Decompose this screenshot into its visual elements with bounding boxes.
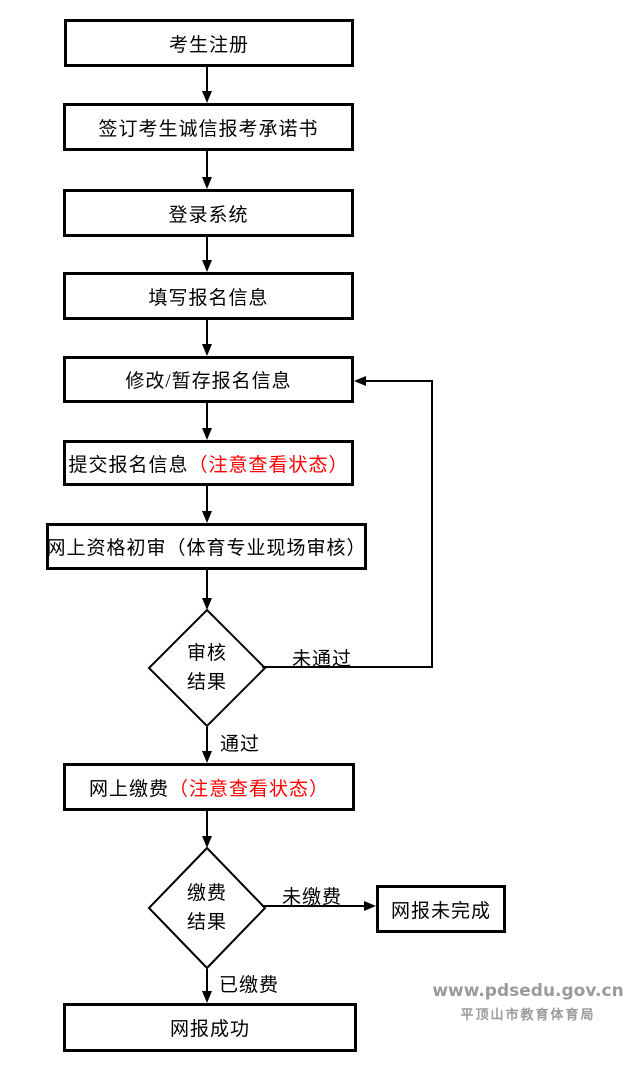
diamond-shape-icon [147, 846, 267, 970]
flow-step-commitment: 签订考生诚信报考承诺书 [63, 103, 354, 151]
flow-decision-payment-result: 缴费 结果 [147, 846, 267, 970]
flow-step-fill-info-label: 填写报名信息 [148, 287, 269, 309]
connector-line [206, 237, 208, 262]
connector-line [206, 151, 208, 179]
flow-step-online-review-label: 网上资格初审（体育专业现场审核） [46, 538, 367, 559]
flow-step-submit-note: （注意查看状态） [188, 454, 349, 476]
flow-step-success: 网报成功 [63, 1003, 357, 1052]
arrow-down-icon [202, 344, 212, 356]
flow-step-modify-save-label: 修改/暂存报名信息 [125, 371, 292, 392]
payment-text-line1: 缴费 [186, 882, 227, 904]
arrow-down-icon [202, 428, 212, 440]
flow-step-pay-online-label: 网上缴费 [88, 778, 169, 800]
flow-step-modify-save: 修改/暂存报名信息 [63, 356, 354, 403]
arrow-right-icon [364, 901, 376, 911]
flow-step-register: 考生注册 [64, 19, 354, 67]
feedback-line-right [431, 380, 433, 668]
arrow-down-icon [202, 991, 212, 1003]
arrow-down-icon [202, 511, 212, 523]
arrow-down-icon [202, 91, 212, 103]
watermark-site-url: www.pdsedu.gov.cn [432, 981, 624, 1001]
feedback-line-top [365, 380, 433, 382]
flow-step-submit: 提交报名信息（注意查看状态） [63, 440, 354, 486]
feedback-line-bottom [262, 666, 433, 668]
edge-label-pay-no: 未缴费 [282, 887, 343, 908]
payment-text-line2: 结果 [186, 912, 227, 933]
arrow-left-icon [354, 376, 366, 386]
connector-line [206, 570, 208, 599]
flow-step-login-label: 登录系统 [168, 204, 249, 226]
edge-label-pay-yes: 已缴费 [219, 975, 280, 996]
flow-decision-audit-text: 审核 结果 [147, 608, 267, 728]
connector-line [262, 905, 365, 907]
flow-step-online-review: 网上资格初审（体育专业现场审核） [46, 523, 367, 570]
flow-step-submit-label: 提交报名信息 [68, 454, 189, 476]
connector-line [206, 403, 208, 430]
flow-step-register-label: 考生注册 [168, 34, 249, 56]
connector-line [206, 811, 208, 838]
watermark-org-name: 平顶山市教育体育局 [460, 1008, 596, 1023]
flow-step-commitment-label: 签订考生诚信报考承诺书 [98, 118, 319, 140]
audit-text-line2: 结果 [186, 672, 227, 693]
edge-label-audit-fail: 未通过 [292, 649, 353, 670]
flow-decision-payment-text: 缴费 结果 [147, 846, 267, 970]
flow-step-pay-online: 网上缴费（注意查看状态） [63, 763, 355, 811]
edge-label-audit-pass: 通过 [220, 734, 261, 755]
connector-line [206, 727, 208, 753]
flow-step-pay-online-note: （注意查看状态） [169, 778, 330, 800]
flow-decision-audit-result: 审核 结果 [147, 608, 267, 728]
connector-line [206, 66, 208, 93]
flow-step-success-label: 网报成功 [169, 1019, 250, 1040]
flow-step-fill-info: 填写报名信息 [63, 272, 354, 320]
flow-step-not-finished: 网报未完成 [376, 885, 506, 933]
connector-line [206, 320, 208, 345]
arrow-down-icon [202, 177, 212, 189]
arrow-down-icon [202, 836, 212, 848]
watermark: www.pdsedu.gov.cn 平顶山市教育体育局 [432, 981, 623, 1023]
arrow-down-icon [202, 598, 212, 610]
flow-step-not-finished-label: 网报未完成 [390, 900, 491, 922]
diamond-shape-icon [147, 608, 267, 728]
flow-step-login: 登录系统 [63, 189, 354, 237]
arrow-down-icon [202, 751, 212, 763]
arrow-down-icon [202, 260, 212, 272]
connector-line [206, 969, 208, 993]
audit-text-line1: 审核 [186, 642, 227, 664]
connector-line [206, 486, 208, 513]
